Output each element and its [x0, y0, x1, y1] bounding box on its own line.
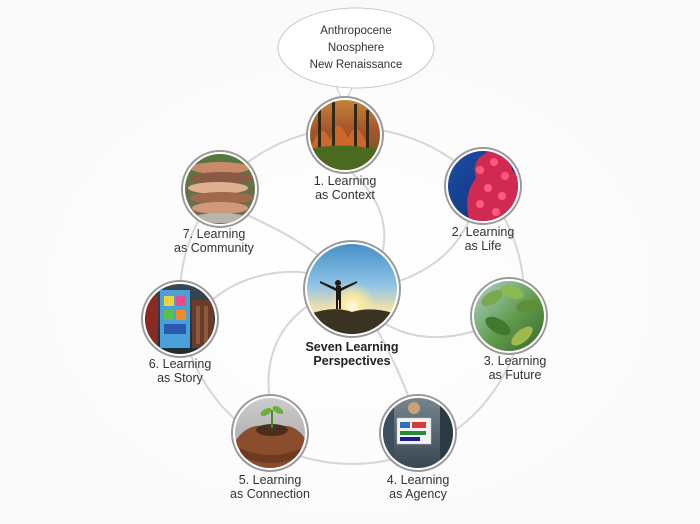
node-learning-as-community: 7. Learning as Community — [174, 150, 259, 255]
node-2-label-line2: as Life — [465, 239, 502, 253]
node-7-label-line2: as Community — [174, 241, 255, 255]
stacked-hands-photo — [185, 154, 255, 224]
node-4-label-line2: as Agency — [389, 487, 447, 501]
node-7-label-line1: 7. Learning — [183, 227, 246, 241]
green-leaves-photo — [474, 281, 544, 351]
node-learning-as-story: 6. Learning as Story — [141, 280, 219, 385]
node-learning-as-life: 2. Learning as Life — [444, 147, 522, 253]
node-5-label-line2: as Connection — [230, 487, 310, 501]
center-label-line2: Perspectives — [313, 354, 390, 368]
hands-seedling-photo — [235, 398, 305, 468]
node-learning-as-context: 1. Learning as Context — [306, 96, 384, 202]
center-label-line1: Seven Learning — [305, 340, 398, 354]
node-6-label-line2: as Story — [157, 371, 204, 385]
node-learning-as-agency: 4. Learning as Agency — [379, 394, 457, 501]
speech-bubble-body — [277, 7, 435, 89]
sunset-photo — [307, 244, 397, 334]
node-1-label-line2: as Context — [315, 188, 375, 202]
center-node: Seven Learning Perspectives — [303, 240, 401, 368]
node-1-label-line1: 1. Learning — [314, 174, 377, 188]
node-4-label-line1: 4. Learning — [387, 473, 450, 487]
node-3-label-line1: 3. Learning — [484, 354, 547, 368]
speech-bubble: Anthropocene Noosphere New Renaissance — [277, 7, 435, 106]
bubble-line-anthropocene: Anthropocene — [320, 25, 392, 37]
node-learning-as-future: 3. Learning as Future — [470, 277, 548, 382]
red-coral-photo — [448, 151, 518, 221]
node-2-label-line1: 2. Learning — [452, 225, 515, 239]
node-5-label-line1: 5. Learning — [239, 473, 302, 487]
colorful-books-photo — [145, 284, 215, 354]
node-3-label-line2: as Future — [489, 368, 542, 382]
node-6-label-line1: 6. Learning — [149, 357, 212, 371]
person-silhouette-icon — [320, 280, 357, 309]
bubble-line-noosphere: Noosphere — [328, 42, 384, 54]
node-learning-as-connection: 5. Learning as Connection — [230, 394, 310, 501]
bubble-line-new-renaissance: New Renaissance — [310, 59, 403, 71]
